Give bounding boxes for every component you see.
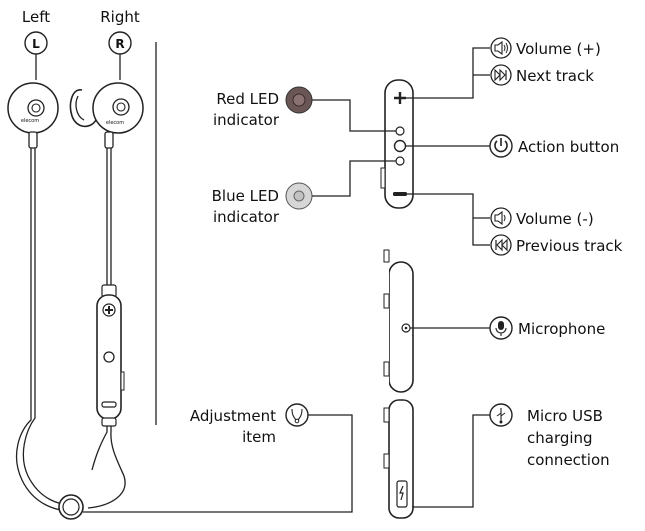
- left-badge: L: [24, 31, 48, 55]
- previous-track-icon: [490, 234, 512, 256]
- microphone-label: Microphone: [518, 320, 605, 338]
- microphone-callout: Microphone: [410, 316, 605, 340]
- blue-led-label-2: indicator: [213, 208, 280, 226]
- red-led-callout: Red LED indicator: [213, 86, 396, 132]
- remote-usb-view: [383, 399, 414, 519]
- usb-icon: [489, 403, 513, 427]
- adjustment-label-1: Adjustment: [190, 407, 276, 425]
- right-earbud: elecom: [69, 82, 144, 149]
- volume-down-label: Volume (-): [516, 210, 594, 228]
- red-led-label-1: Red LED: [216, 90, 279, 108]
- microphone-icon: [489, 316, 513, 340]
- speaker-loud-icon: [490, 37, 512, 59]
- remote-side-view: [383, 249, 414, 393]
- red-led-label-2: indicator: [213, 111, 280, 129]
- action-button-label: Action button: [518, 138, 619, 156]
- left-earbud: elecom: [7, 82, 59, 149]
- power-icon: [489, 134, 513, 158]
- left-brand: elecom: [21, 118, 39, 124]
- usb-callout: Micro USB charging connection: [412, 403, 610, 508]
- usb-label-3: connection: [527, 451, 610, 469]
- adjustment-slider: [58, 494, 84, 520]
- previous-track-label: Previous track: [516, 237, 623, 255]
- next-track-icon: [490, 64, 512, 86]
- left-header: Left: [22, 8, 50, 26]
- action-button-callout: Action button: [405, 134, 619, 158]
- cables: [15, 148, 126, 511]
- usb-label-2: charging: [527, 429, 593, 447]
- speaker-quiet-icon: [490, 207, 512, 229]
- usb-label-1: Micro USB: [527, 407, 603, 425]
- left-badge-text: L: [32, 37, 40, 51]
- right-header: Right: [100, 8, 140, 26]
- adjustment-callout: Adjustment item: [83, 403, 353, 513]
- volume-down-callout: Volume (-) Previous track: [407, 193, 623, 256]
- ear-hook-icon: [285, 403, 309, 427]
- remote-front-view: [380, 79, 414, 209]
- volume-up-callout: Volume (+) Next track: [406, 37, 601, 99]
- next-track-label: Next track: [516, 67, 594, 85]
- right-badge-text: R: [115, 37, 124, 51]
- blue-led-label-1: Blue LED: [212, 187, 279, 205]
- right-badge: R: [108, 31, 132, 55]
- volume-up-label: Volume (+): [516, 40, 601, 58]
- right-brand: elecom: [106, 120, 124, 126]
- adjustment-label-2: item: [242, 428, 276, 446]
- blue-led-callout: Blue LED indicator: [212, 160, 396, 226]
- inline-remote: [96, 284, 125, 427]
